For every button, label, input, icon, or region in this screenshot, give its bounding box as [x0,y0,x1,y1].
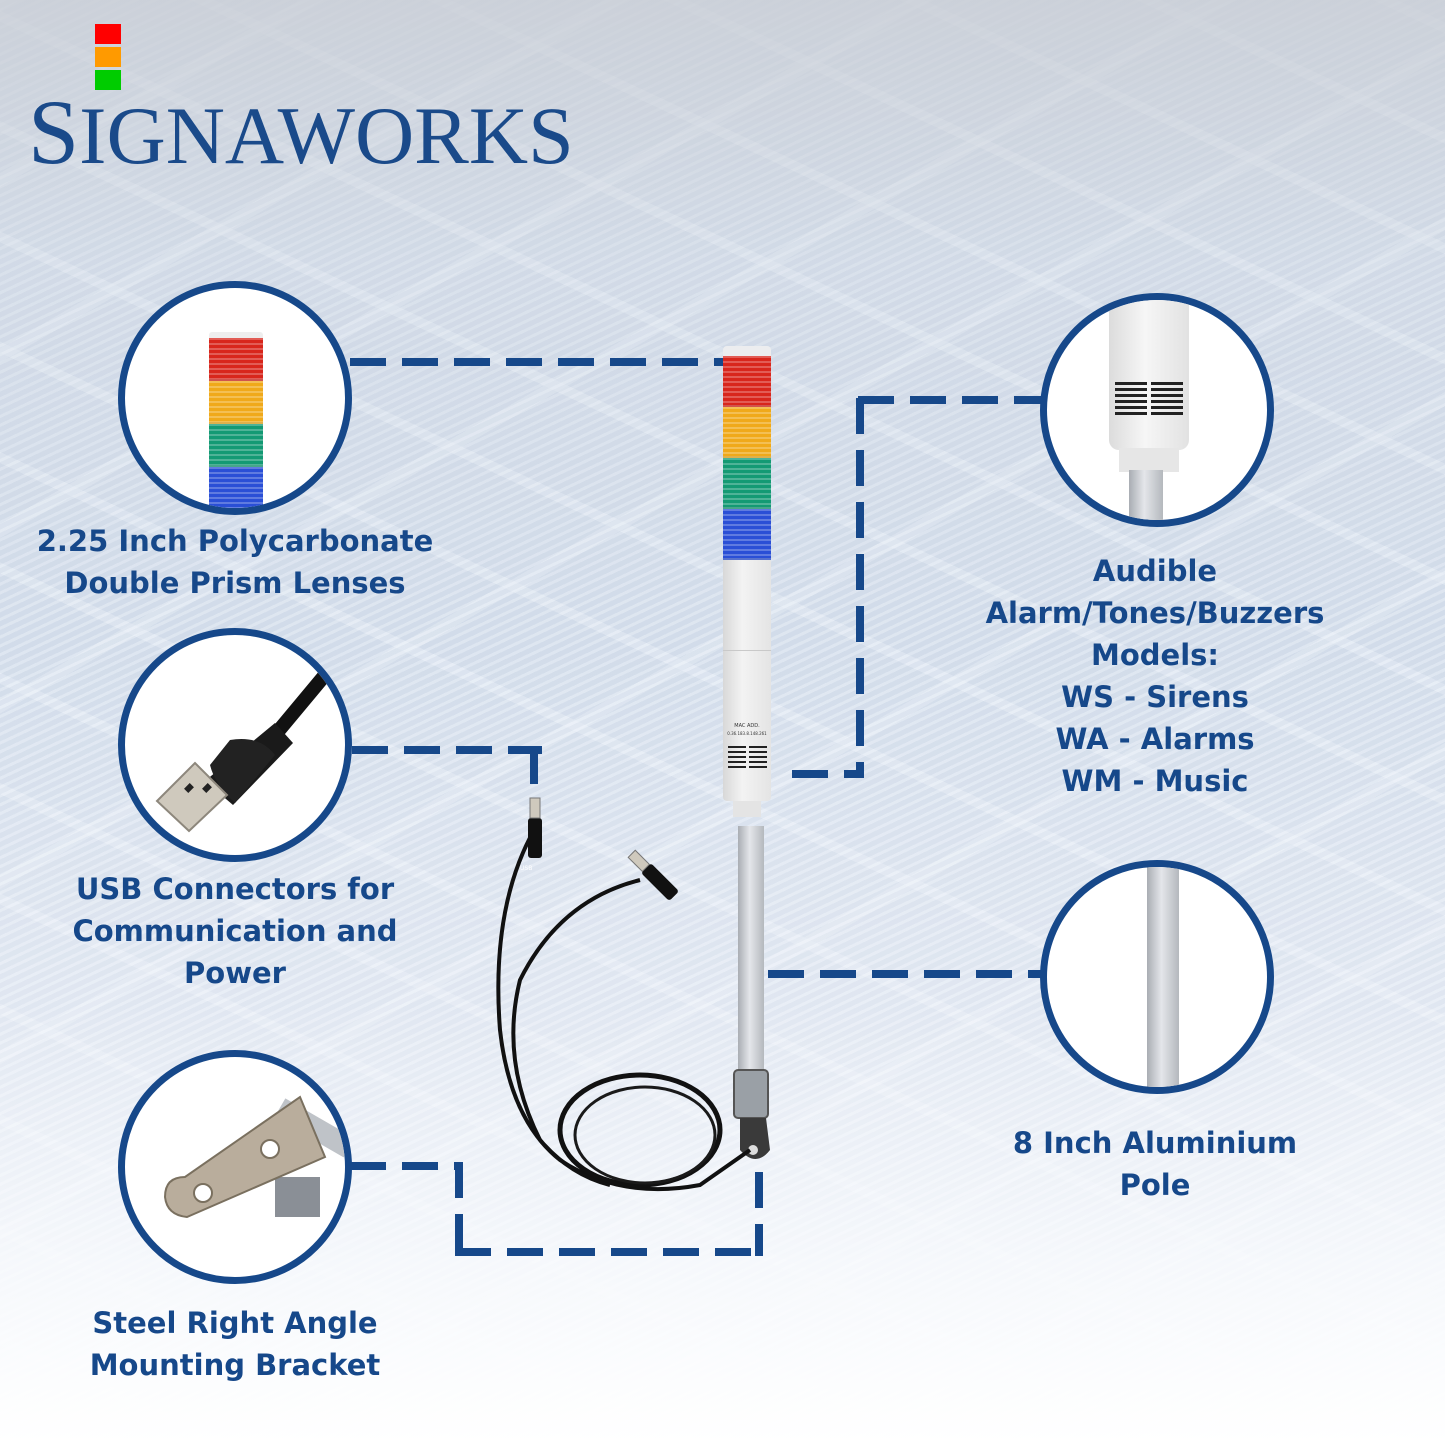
connector-alarm-top [858,396,1043,404]
aluminium-pole-icon [1147,867,1179,1087]
buzzer-grille-icon [1109,300,1189,450]
mounting-bracket-icon [163,1095,345,1219]
connector-usb-vertical [530,748,538,788]
usb-detail-circle [118,628,352,862]
bracket-detail-circle [118,1050,352,1284]
connector-bracket-left [455,1162,463,1254]
connector-pole [768,970,1043,978]
connector-bracket [350,1162,460,1170]
stack-light-lenses-icon [209,332,263,508]
connector-lenses [350,358,730,366]
pole-caption: 8 Inch Aluminium Pole [1012,1126,1298,1202]
connector-bracket-bottom [455,1248,765,1256]
connector-bracket-right [755,1172,763,1256]
tower-light-product: MAC ADD. 0.36.183.8.148.261 [723,346,771,817]
alarm-detail-circle [1040,293,1274,527]
green-lens-tier [723,458,771,509]
buzzer-housing: MAC ADD. 0.36.183.8.148.261 [723,651,771,801]
usb-caption: USB Connectors for Communication and Pow… [72,872,398,990]
red-lens-tier [723,356,771,407]
lenses-detail-circle [118,281,352,515]
connector-alarm-bottom [792,770,862,778]
connector-alarm-vertical [856,398,864,778]
bracket-caption: Steel Right Angle Mounting Bracket [89,1306,381,1382]
logo-stack-light-icon [95,24,121,93]
brand-wordmark: SIGNAWORKS [28,81,574,183]
pole-detail-circle [1040,860,1274,1094]
connector-usb [352,746,542,754]
product-aluminium-pole [738,826,764,1072]
usb-connector-icon [155,668,332,833]
blue-lens-tier [723,509,771,560]
lenses-caption: 2.25 Inch Polycarbonate Double Prism Len… [36,524,434,600]
alarm-caption: Audible Alarm/Tones/Buzzers Models: WS -… [985,554,1325,798]
amber-lens-tier [723,407,771,458]
